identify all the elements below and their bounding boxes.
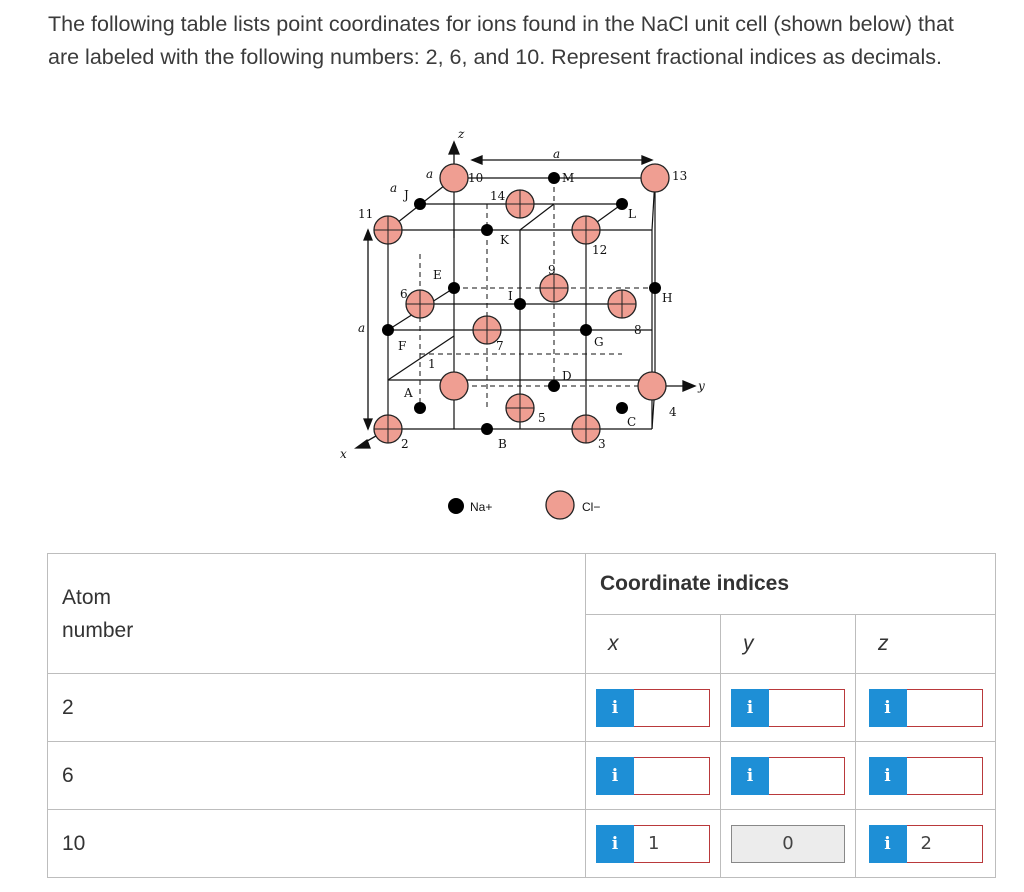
legend-na-label: Na+ — [470, 500, 492, 514]
atom-label-C: C — [627, 415, 636, 429]
atom-label-A: A — [403, 386, 413, 400]
edge-label-a-left: a — [358, 321, 365, 335]
atom-number-4: 4 — [669, 405, 677, 419]
atom-number-7: 7 — [496, 339, 504, 353]
edge-label-a-top-left: a — [426, 167, 433, 181]
answer-input-y[interactable] — [769, 756, 845, 795]
table-row: 6 i i i — [47, 741, 997, 810]
axis-label-y: y — [697, 379, 705, 393]
coordinate-indices-header: Coordinate indices — [584, 553, 997, 615]
info-icon[interactable]: i — [731, 756, 769, 795]
atom-number-5: 5 — [538, 411, 546, 425]
atom-label-K: K — [500, 233, 510, 247]
atom-number-14: 14 — [490, 189, 506, 203]
info-icon[interactable]: i — [868, 824, 907, 863]
nacl-unit-cell-diagram: z y x a a a a J M L K E I H F G A D C B … — [340, 127, 705, 520]
atom-number-9: 9 — [548, 263, 556, 277]
x-header: x — [585, 614, 721, 674]
chloride-ion-crosshairs — [374, 190, 636, 443]
answer-input-x[interactable] — [634, 688, 710, 727]
edge-label-a-upper-left: a — [390, 181, 397, 195]
question-text: The following table lists point coordina… — [48, 12, 954, 69]
answer-input-z[interactable] — [906, 688, 983, 727]
atom-number-2: 2 — [401, 437, 409, 451]
y-header: y — [720, 614, 856, 674]
info-icon[interactable]: i — [596, 756, 634, 795]
atom-number-8: 8 — [634, 323, 642, 337]
atom-label-D: D — [562, 369, 572, 383]
table-row: 10 i 1 0 i 2 — [47, 809, 997, 878]
info-icon[interactable]: i — [868, 756, 907, 795]
answer-input-y-readonly: 0 — [731, 824, 845, 863]
atom-number-1: 1 — [428, 357, 436, 371]
atom-number-cell: 10 — [47, 809, 586, 878]
axis-label-x: x — [340, 447, 347, 461]
atom-label-L: L — [628, 207, 636, 221]
answer-input-z[interactable]: 2 — [906, 824, 983, 863]
answer-input-x[interactable]: 1 — [634, 824, 710, 863]
atom-number-10: 10 — [468, 171, 483, 185]
legend: Na+ Cl− — [448, 490, 600, 520]
coordinate-table: Atom number Coordinate indices x y z 2 i… — [47, 553, 997, 878]
info-icon[interactable]: i — [868, 688, 907, 727]
axis-label-z: z — [457, 127, 465, 141]
answer-input-y[interactable] — [769, 688, 845, 727]
answer-input-z[interactable] — [906, 756, 983, 795]
atom-number-cell: 6 — [47, 741, 586, 810]
table-row: 2 i i i — [47, 673, 997, 742]
atom-label-E: E — [433, 268, 442, 282]
legend-cl-label: Cl− — [582, 500, 600, 514]
z-header: z — [854, 614, 997, 674]
info-icon[interactable]: i — [596, 688, 634, 727]
atom-number-13: 13 — [672, 169, 687, 183]
atom-number-cell: 2 — [47, 673, 586, 742]
atom-number-12: 12 — [592, 243, 607, 257]
atom-label-G: G — [594, 335, 604, 349]
atom-label-F: F — [398, 339, 406, 353]
atom-number-6: 6 — [400, 287, 408, 301]
atom-number-11: 11 — [358, 207, 373, 221]
legend-na-symbol — [448, 498, 464, 514]
legend-cl-symbol — [545, 490, 575, 520]
info-icon[interactable]: i — [596, 824, 634, 863]
edge-label-a-top: a — [553, 147, 560, 161]
atom-label-M: M — [562, 171, 574, 185]
sodium-ions — [382, 172, 661, 435]
atom-label-J: J — [402, 188, 409, 202]
info-icon[interactable]: i — [731, 688, 769, 727]
atom-label-H: H — [662, 291, 672, 305]
atom-label-I: I — [508, 289, 513, 303]
nacl-unit-cell-figure: z y x a a a a J M L K E I H F G A D C B … — [300, 118, 720, 528]
atom-label-B: B — [498, 437, 507, 451]
atom-number-header-text: Atom number — [62, 585, 134, 642]
atom-number-3: 3 — [598, 437, 606, 451]
answer-input-x[interactable] — [634, 756, 710, 795]
atom-number-header: Atom number — [47, 553, 586, 674]
